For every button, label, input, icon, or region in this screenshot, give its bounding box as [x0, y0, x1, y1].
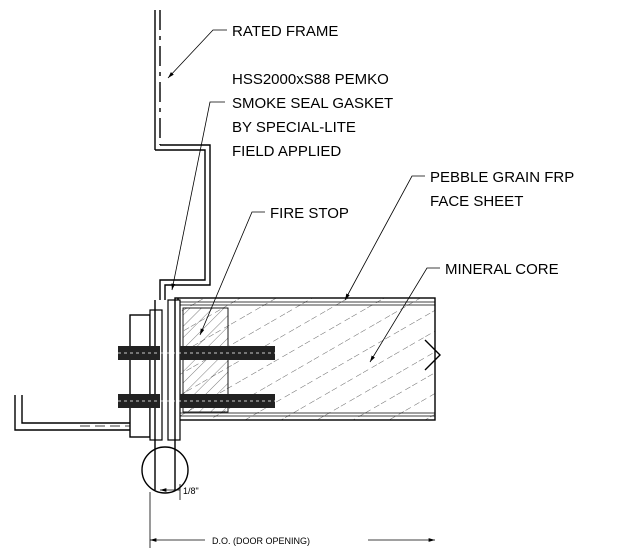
leader-mineral-core	[369, 267, 440, 363]
label-fire-stop: FIRE STOP	[270, 205, 349, 222]
leader-gasket	[171, 101, 225, 291]
label-rated-frame: RATED FRAME	[232, 23, 338, 40]
frame-jamb-leg	[14, 395, 135, 431]
label-door-opening: D.O. (DOOR OPENING)	[212, 536, 310, 546]
label-gasket-line2: SMOKE SEAL GASKET	[232, 95, 393, 112]
label-face-sheet-line1: PEBBLE GRAIN FRP	[430, 169, 574, 186]
leader-fire-stop	[199, 211, 265, 336]
label-face-sheet-line2: FACE SHEET	[430, 193, 523, 210]
screw-lower	[118, 394, 275, 408]
screw-upper	[118, 346, 275, 360]
label-gap-dimension: 1/8"	[183, 486, 199, 496]
label-gasket-line4: FIELD APPLIED	[232, 143, 341, 160]
label-gasket-line3: BY SPECIAL-LITE	[232, 119, 356, 136]
leader-face-sheet	[344, 175, 425, 301]
label-mineral-core: MINERAL CORE	[445, 261, 559, 278]
rated-frame	[154, 10, 211, 300]
label-gasket-line1: HSS2000xS88 PEMKO	[232, 71, 389, 88]
leader-rated-frame	[167, 29, 227, 79]
